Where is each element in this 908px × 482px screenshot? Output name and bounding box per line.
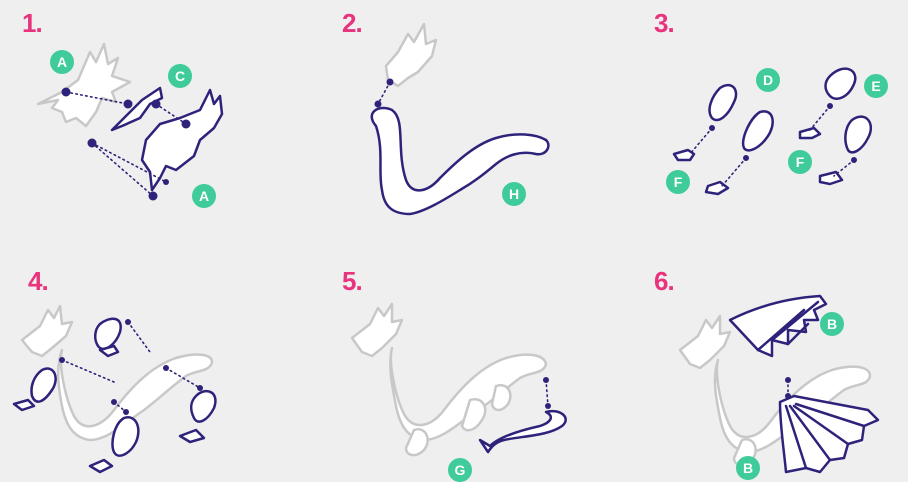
part-badge-e: E (864, 74, 888, 98)
leg-part (191, 391, 215, 422)
part-badge-a: A (192, 184, 216, 208)
ghost-head-part (22, 306, 72, 356)
foot-part (180, 430, 204, 442)
head-crest-part (112, 88, 162, 130)
dragon-tail-part (480, 411, 566, 452)
step-6-panel: 6. B B (608, 240, 908, 480)
connector-dot (163, 179, 169, 185)
dotted-link (690, 128, 712, 154)
part-badge-a: A (50, 50, 74, 74)
part-badge-h: H (502, 182, 526, 206)
foot-part (820, 172, 842, 184)
leg-part (31, 369, 55, 402)
dotted-link (378, 82, 390, 104)
part-badge-b: B (820, 312, 844, 336)
foot-part (706, 182, 728, 194)
dotted-link (62, 360, 114, 382)
step-3-illustration (608, 0, 908, 240)
step-4-illustration (0, 240, 300, 480)
part-badge-g: G (448, 458, 472, 482)
leg-part (710, 85, 736, 120)
part-badge-f: F (788, 150, 812, 174)
part-badge-f: F (666, 170, 690, 194)
leg-part (826, 69, 856, 99)
leg-part (95, 319, 120, 349)
step-1-panel: 1. A C A (0, 0, 300, 240)
foot-part (674, 150, 694, 160)
ghost-head-part (352, 304, 402, 356)
part-badge-d: D (756, 68, 780, 92)
step-6-illustration (608, 240, 908, 480)
foot-part (14, 400, 34, 410)
step-5-illustration (300, 240, 600, 480)
step-2-illustration (300, 0, 600, 240)
ghost-head-part (680, 316, 730, 368)
leg-part (743, 111, 773, 150)
step-2-panel: 2. H (300, 0, 600, 240)
dotted-link (834, 160, 854, 176)
step-3-panel: 3. D E F F (608, 0, 908, 240)
ghost-leg-part (492, 385, 510, 410)
part-badge-c: C (168, 64, 192, 88)
dragon-wing-part (730, 296, 826, 356)
leg-part (845, 117, 870, 153)
step-5-panel: 5. G (300, 240, 600, 480)
step-1-illustration (0, 0, 300, 240)
foot-part (90, 460, 112, 472)
dotted-link (810, 106, 830, 130)
part-badge-b: B (736, 456, 760, 480)
step-4-panel: 4. (0, 240, 300, 480)
ghost-head-part (386, 24, 436, 86)
dotted-link (546, 380, 548, 406)
dotted-link (128, 322, 150, 352)
dotted-link (722, 158, 746, 186)
